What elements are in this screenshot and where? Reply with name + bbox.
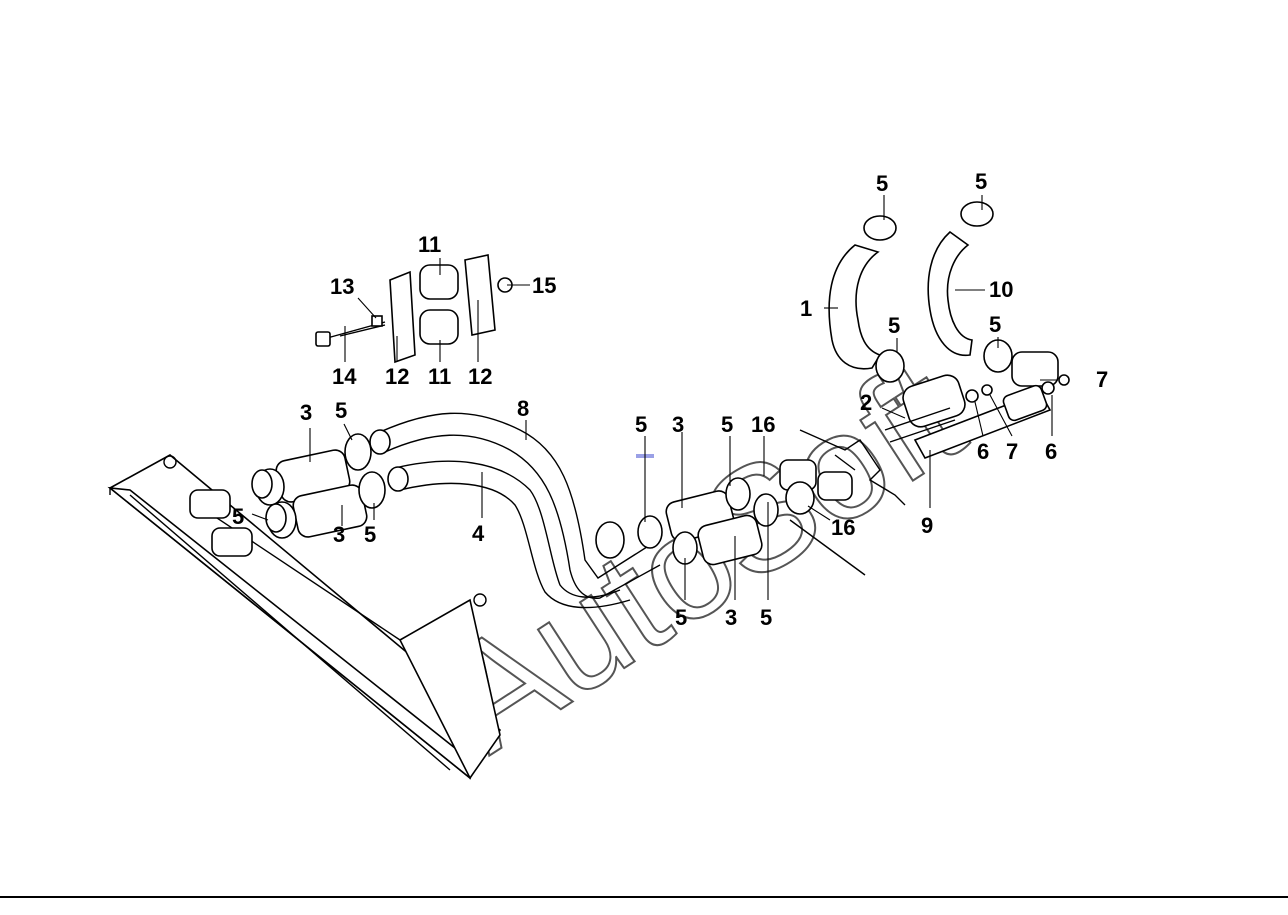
callout-15: 15 — [532, 273, 556, 298]
callout-11: 11 — [428, 364, 451, 389]
callout-5: 5 — [335, 398, 347, 423]
callout-3: 3 — [300, 400, 312, 425]
callout-5: 5 — [364, 522, 376, 547]
callout-4: 4 — [472, 521, 485, 546]
callout-5: 5 — [232, 504, 244, 529]
callout-5: 5 — [876, 171, 888, 196]
callout-7: 7 — [1006, 439, 1018, 464]
pipe-9 — [913, 384, 1052, 459]
callout-6: 6 — [977, 439, 989, 464]
hoses-center — [595, 477, 779, 566]
callout-5: 5 — [760, 605, 772, 630]
callout-3: 3 — [672, 412, 684, 437]
radiator — [107, 454, 502, 780]
callout-2: 2 — [860, 390, 872, 415]
callout-13: 13 — [330, 274, 354, 299]
nuts — [965, 374, 1070, 403]
callout-5: 5 — [721, 412, 733, 437]
bottom-rule — [0, 896, 1288, 898]
callout-16: 16 — [751, 412, 775, 437]
callout-12: 12 — [385, 364, 409, 389]
leader-lines — [251, 195, 1058, 600]
callout-10: 10 — [989, 277, 1013, 302]
hose-1 — [828, 215, 905, 383]
hose-10 — [927, 201, 1059, 387]
pipe-upper — [369, 412, 661, 599]
radiator-stubs — [189, 489, 253, 557]
callout-3: 3 — [725, 605, 737, 630]
callout-6: 6 — [1045, 439, 1057, 464]
pipe-lower — [387, 460, 631, 609]
callout-3: 3 — [333, 522, 345, 547]
fittings-16 — [779, 459, 866, 576]
callout-9: 9 — [921, 513, 933, 538]
callout-5: 5 — [888, 313, 900, 338]
callout-11: 11 — [418, 232, 441, 257]
bracket-right — [799, 429, 906, 506]
callout-labels: 3 5 8 5 3 5 4 11 13 15 14 12 11 12 5 3 5… — [232, 169, 1108, 630]
callout-12: 12 — [468, 364, 492, 389]
callout-14: 14 — [332, 364, 357, 389]
callout-7: 7 — [1096, 367, 1108, 392]
pipe-2 — [884, 374, 966, 443]
callout-5: 5 — [975, 169, 987, 194]
clamps-left — [251, 433, 386, 533]
callout-5: 5 — [989, 312, 1001, 337]
callout-5: 5 — [635, 412, 647, 437]
callout-16: 16 — [831, 515, 855, 540]
callout-8: 8 — [517, 396, 529, 421]
callout-1: 1 — [800, 296, 812, 321]
callout-5: 5 — [675, 605, 687, 630]
